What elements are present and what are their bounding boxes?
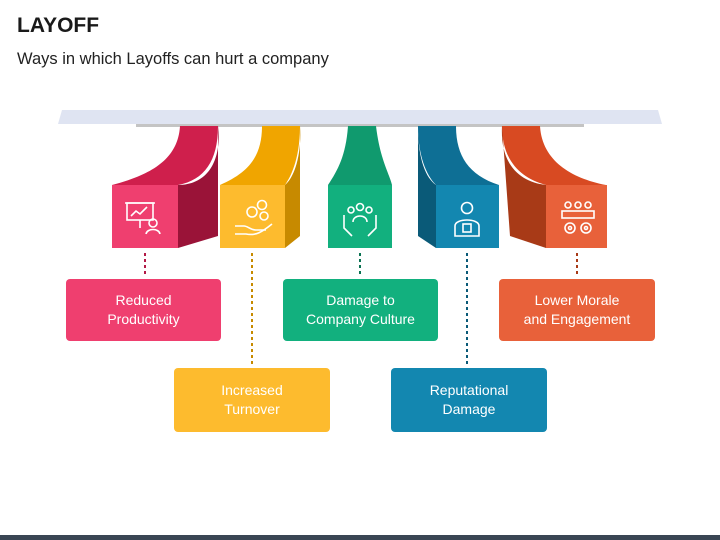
ribbon-4 — [418, 126, 499, 185]
item-box-damage-culture: Damage to Company Culture — [283, 279, 438, 341]
shelf-bar — [58, 110, 662, 124]
ribbon-3 — [328, 126, 392, 185]
money-hand-icon — [235, 199, 273, 236]
team-hands-icon — [343, 202, 377, 237]
slide-title: LAYOFF — [17, 14, 100, 37]
icon-square-1 — [112, 185, 178, 248]
ribbon-4-side — [418, 126, 436, 248]
item-box-increased-turnover: Increased Turnover — [174, 368, 330, 432]
ribbon-5-side — [501, 126, 546, 248]
item-box-reputational-damage: Reputational Damage — [391, 368, 547, 432]
people-gears-icon — [561, 201, 595, 234]
ribbon-5 — [502, 126, 606, 185]
footer-bar — [0, 535, 720, 540]
shelf-shadow — [136, 124, 584, 127]
item-box-lower-morale: Lower Morale and Engagement — [499, 279, 655, 341]
slide-subtitle: Ways in which Layoffs can hurt a company — [17, 50, 329, 68]
item-box-reduced-productivity: Reduced Productivity — [66, 279, 221, 341]
icon-square-4 — [436, 185, 499, 248]
ribbon-1 — [112, 126, 218, 185]
presentation-person-icon — [125, 202, 161, 235]
ribbon-2-side — [285, 126, 301, 248]
employee-badge-icon — [454, 201, 480, 237]
icon-square-5 — [546, 185, 607, 248]
ribbon-2 — [220, 126, 300, 185]
ribbon-1-side — [178, 126, 219, 248]
